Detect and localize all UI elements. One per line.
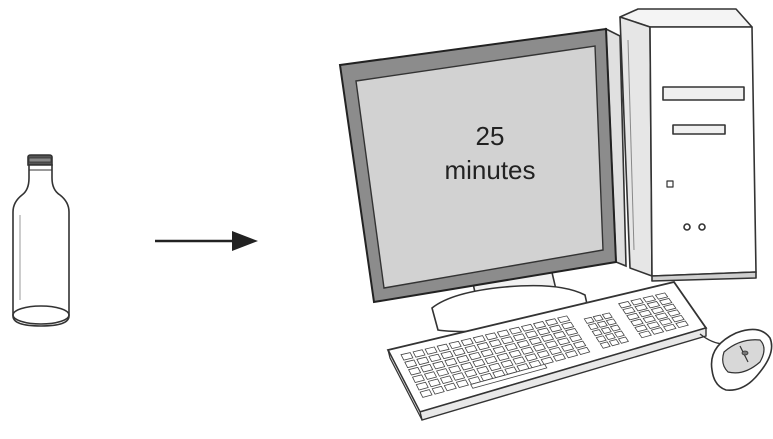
tower-drive-bay-2 bbox=[673, 125, 725, 134]
right-arrow-icon bbox=[155, 231, 258, 251]
screen-line-2: minutes bbox=[444, 155, 535, 185]
tower-drive-bay-1 bbox=[663, 87, 744, 100]
tower-indicator bbox=[667, 181, 673, 187]
mouse-icon bbox=[700, 329, 772, 390]
mouse-scroll-wheel bbox=[742, 351, 748, 355]
tower-button-2 bbox=[699, 224, 705, 230]
tower-button-1 bbox=[684, 224, 690, 230]
arrow-head bbox=[232, 231, 258, 251]
tower-front bbox=[650, 27, 756, 276]
bottle-cap-band bbox=[29, 158, 51, 162]
glass-bottle-icon bbox=[13, 155, 69, 326]
screen-line-1: 25 bbox=[476, 121, 505, 151]
computer-tower-icon bbox=[620, 9, 756, 281]
bottle-body bbox=[13, 165, 69, 326]
desktop-computer-icon: 25 minutes bbox=[340, 29, 626, 332]
